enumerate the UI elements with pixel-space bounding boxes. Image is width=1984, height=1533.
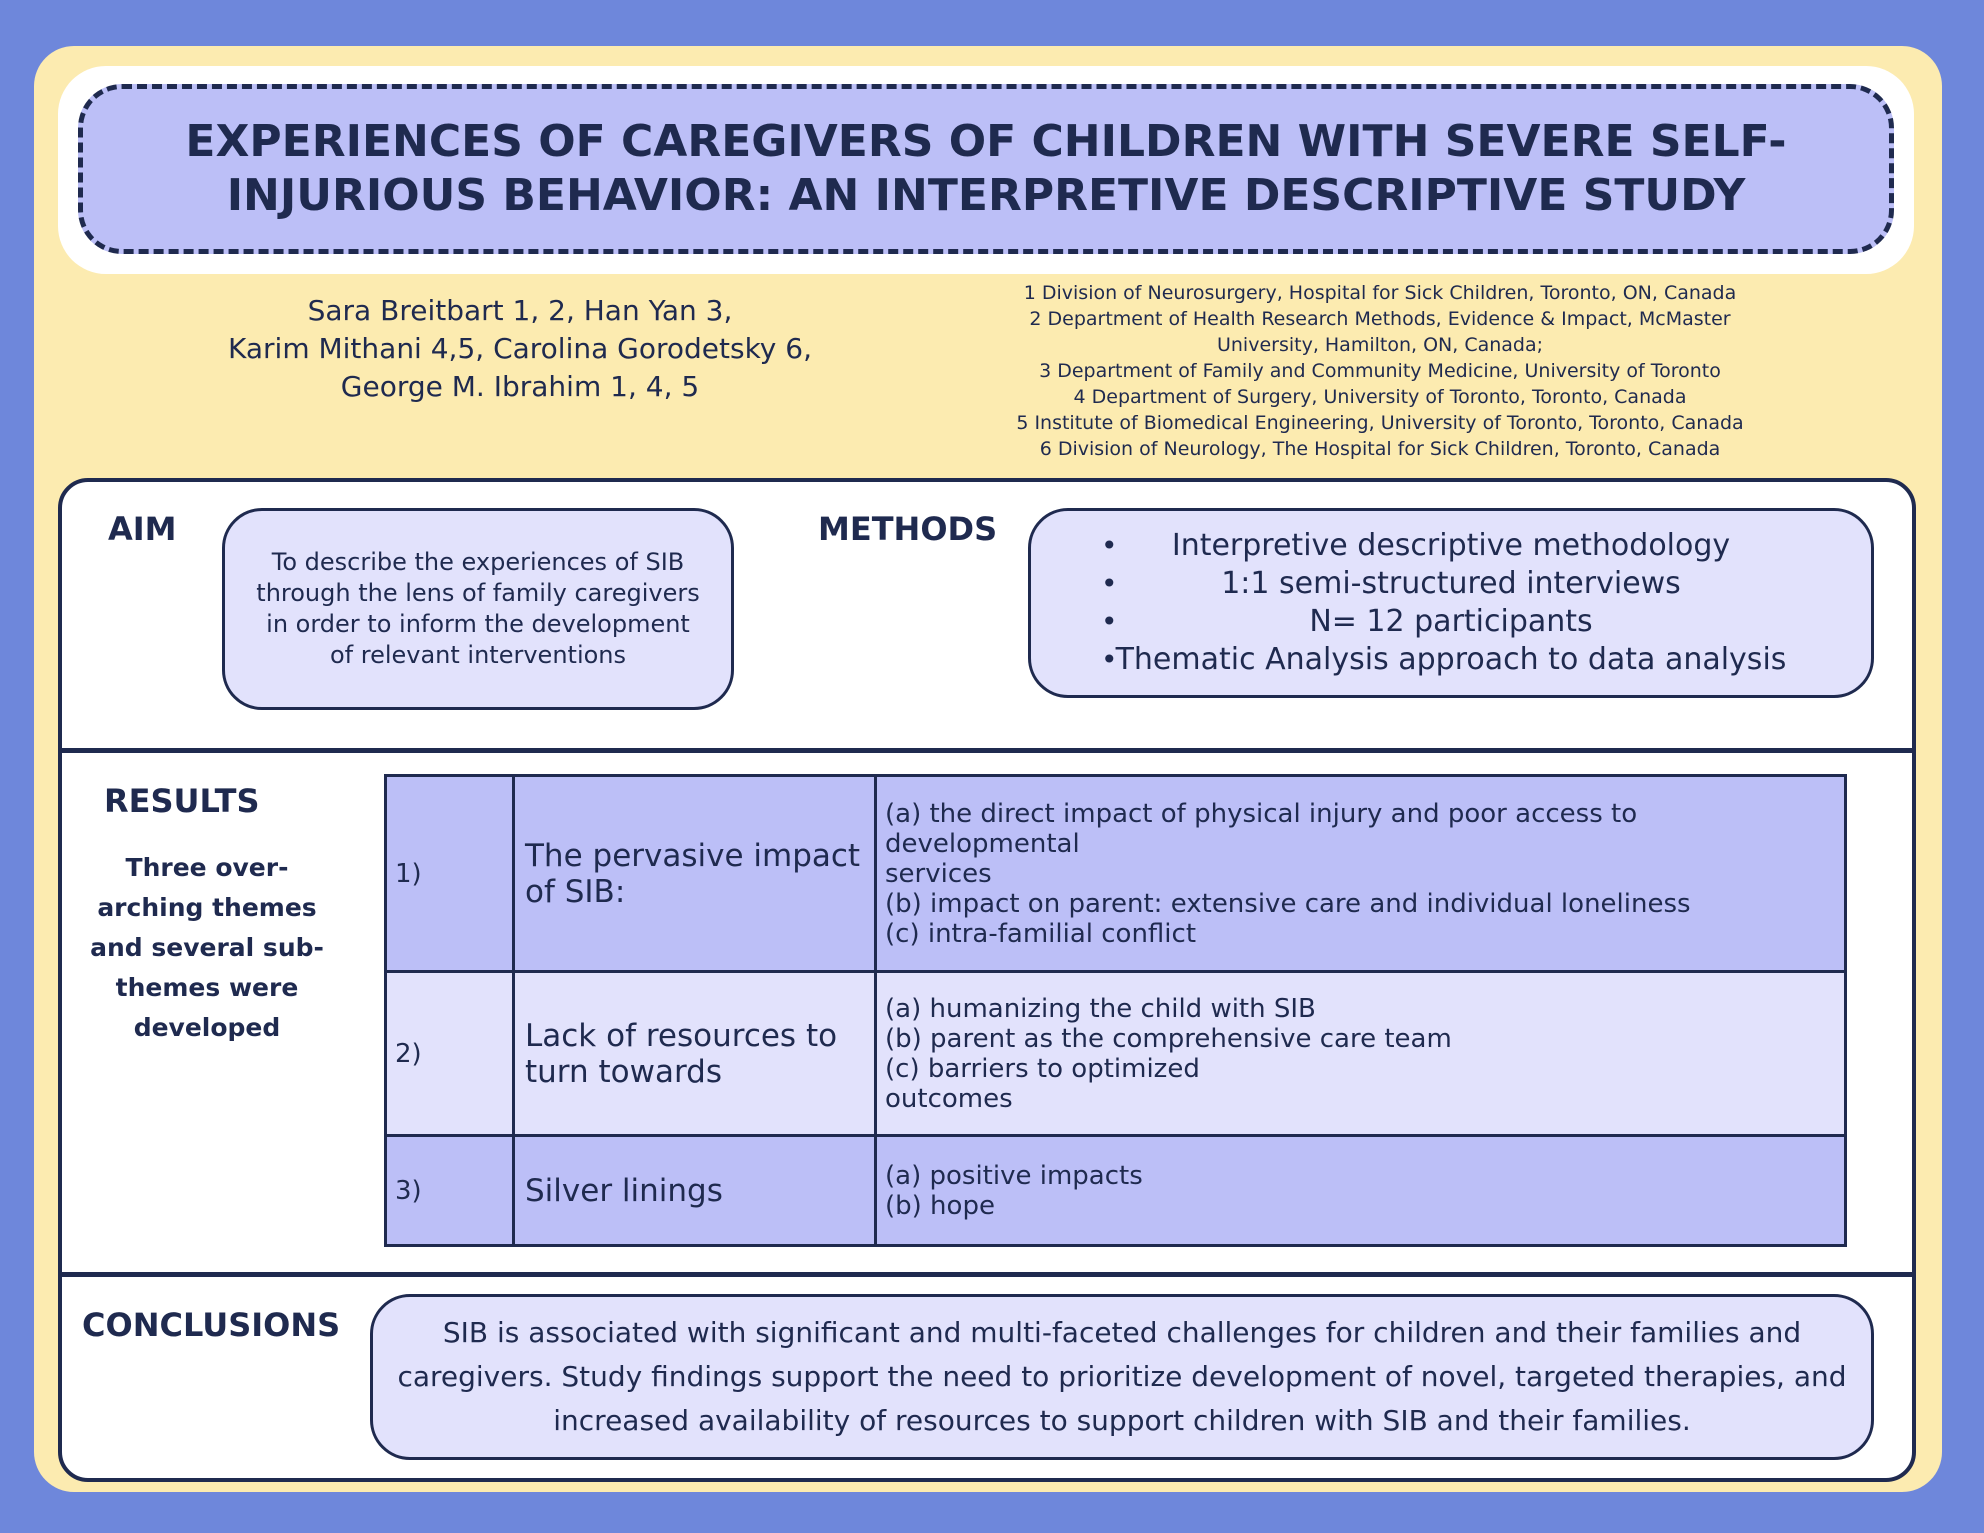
theme-number: 1) <box>384 774 515 973</box>
affiliation-line: 3 Department of Family and Community Med… <box>1039 360 1721 382</box>
affiliation-line: 2 Department of Health Research Methods,… <box>1029 308 1731 330</box>
aim-heading: AIM <box>108 510 177 548</box>
sub-theme-line: (b) hope <box>885 1190 995 1221</box>
methods-item: 1:1 semi-structured interviews <box>1071 565 1831 603</box>
sub-theme-line: (b) parent as the comprehensive care tea… <box>885 1023 1452 1054</box>
theme-number: 2) <box>384 970 515 1137</box>
sub-theme-line: (b) impact on parent: extensive care and… <box>885 888 1691 919</box>
sub-theme-line: (a) humanizing the child with SIB <box>885 993 1316 1024</box>
methods-list: Interpretive descriptive methodology 1:1… <box>1071 527 1831 679</box>
theme-title: Silver linings <box>512 1134 877 1247</box>
results-heading: RESULTS <box>104 782 260 820</box>
affiliations: 1 Division of Neurosurgery, Hospital for… <box>920 280 1840 462</box>
affiliation-line: 6 Division of Neurology, The Hospital fo… <box>1039 438 1721 460</box>
section-divider <box>62 748 1912 753</box>
sub-theme-line: (a) positive impacts <box>885 1160 1143 1191</box>
methods-box: Interpretive descriptive methodology 1:1… <box>1028 508 1874 698</box>
affiliation-line: 5 Institute of Biomedical Engineering, U… <box>1016 412 1744 434</box>
affiliation-line: 1 Division of Neurosurgery, Hospital for… <box>1023 282 1737 304</box>
authors: Sara Breitbart 1, 2, Han Yan 3, Karim Mi… <box>150 292 890 406</box>
sub-theme-line: (c) barriers to optimized <box>885 1053 1200 1084</box>
methods-item: N= 12 participants <box>1071 603 1831 641</box>
sub-theme-line: developmental <box>885 828 1080 859</box>
theme-title: Lack of resources to turn towards <box>512 970 877 1137</box>
methods-item: Thematic Analysis approach to data analy… <box>1071 641 1831 679</box>
content-panel: AIM To describe the experiences of SIB t… <box>58 478 1916 1482</box>
conclusions-heading: CONCLUSIONS <box>82 1306 341 1344</box>
conclusions-text: SIB is associated with significant and m… <box>397 1316 1847 1437</box>
aim-text: To describe the experiences of SIB throu… <box>256 548 700 669</box>
sub-theme-line: (a) the direct impact of physical injury… <box>885 798 1638 829</box>
sub-theme-line: services <box>885 858 992 889</box>
conclusions-box: SIB is associated with significant and m… <box>370 1294 1874 1460</box>
table-row: 3) Silver linings (a) positive impacts (… <box>384 1134 1847 1247</box>
sub-theme-line: (c) intra-familial conflict <box>885 918 1197 949</box>
author-line: Sara Breitbart 1, 2, Han Yan 3, <box>307 294 733 327</box>
sub-theme-line: outcomes <box>885 1083 1013 1114</box>
results-table: 1) The pervasive impact of SIB: (a) the … <box>384 774 1847 1247</box>
table-row: 1) The pervasive impact of SIB: (a) the … <box>384 774 1847 973</box>
section-divider <box>62 1272 1912 1277</box>
table-row: 2) Lack of resources to turn towards (a)… <box>384 970 1847 1137</box>
aim-box: To describe the experiences of SIB throu… <box>222 508 734 710</box>
methods-heading: METHODS <box>818 510 998 548</box>
sub-themes: (a) the direct impact of physical injury… <box>874 774 1847 973</box>
sub-themes: (a) positive impacts (b) hope <box>874 1134 1847 1247</box>
author-line: George M. Ibrahim 1, 4, 5 <box>340 370 700 403</box>
affiliation-line: University, Hamilton, ON, Canada; <box>1216 334 1544 356</box>
results-subtitle: Three over-arching themes and several su… <box>90 853 324 1042</box>
methods-item: Interpretive descriptive methodology <box>1071 527 1831 565</box>
title-line-2: INJURIOUS BEHAVIOR: AN INTERPRETIVE DESC… <box>226 170 1746 221</box>
title-line-1: EXPERIENCES OF CAREGIVERS OF CHILDREN WI… <box>185 116 1787 167</box>
sub-themes: (a) humanizing the child with SIB (b) pa… <box>874 970 1847 1137</box>
title-banner: EXPERIENCES OF CAREGIVERS OF CHILDREN WI… <box>78 84 1894 254</box>
theme-number: 3) <box>384 1134 515 1247</box>
theme-title: The pervasive impact of SIB: <box>512 774 877 973</box>
author-line: Karim Mithani 4,5, Carolina Gorodetsky 6… <box>228 332 812 365</box>
affiliation-line: 4 Department of Surgery, University of T… <box>1073 386 1687 408</box>
